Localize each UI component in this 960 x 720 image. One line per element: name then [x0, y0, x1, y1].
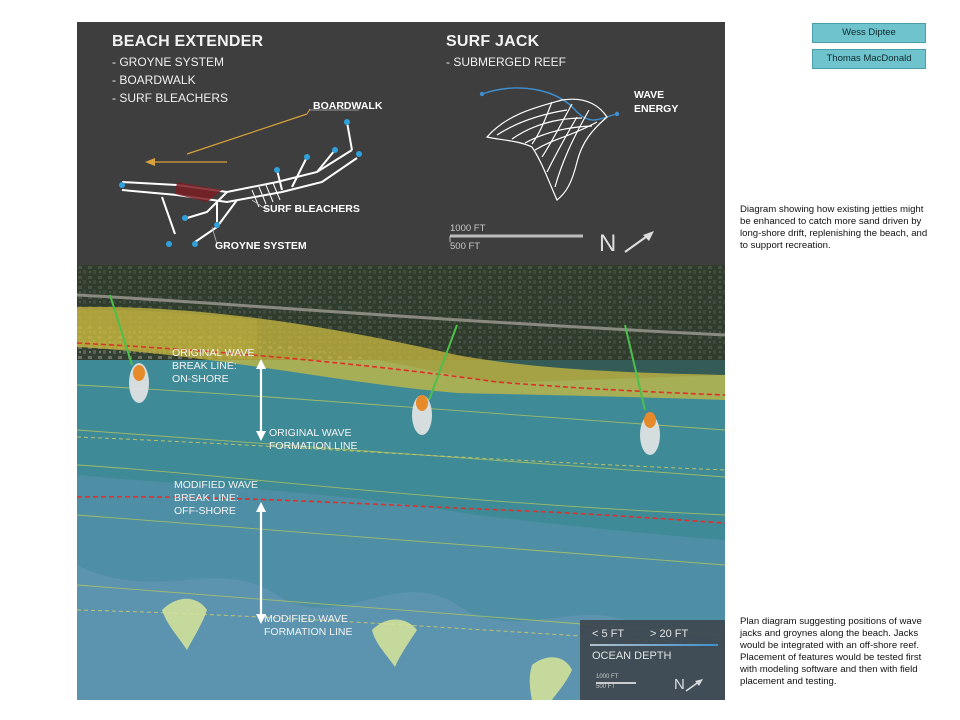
modified-break-line-label: MODIFIED WAVE BREAK LINE: OFF-SHORE: [174, 479, 258, 518]
map-label-line: BREAK LINE:: [172, 360, 237, 372]
legend-title: OCEAN DEPTH: [592, 650, 672, 662]
scale-500-label: 500 FT: [450, 241, 481, 252]
concept-diagram-panel: BEACH EXTENDER - GROYNE SYSTEM - BOARDWA…: [77, 22, 725, 265]
wave-energy-line: ENERGY: [634, 103, 679, 115]
legend-gradient-bar: [590, 644, 718, 646]
author-badge-1: Wess Diptee: [812, 23, 926, 43]
surf-jack-list: - SUBMERGED REEF: [446, 53, 566, 71]
author-badge-2: Thomas MacDonald: [812, 49, 926, 69]
beach-extender-title: BEACH EXTENDER: [112, 33, 264, 50]
wave-energy-label: WAVE ENERGY: [634, 88, 678, 116]
legend-shallow-label: < 5 FT: [592, 628, 625, 640]
north-arrow-icon: [685, 679, 703, 692]
map-label-line: MODIFIED WAVE: [174, 479, 258, 491]
map-label-line: FORMATION LINE: [269, 440, 358, 452]
surf-bleachers-label: SURF BLEACHERS: [263, 203, 360, 215]
north-label: N: [599, 230, 617, 257]
plan-map-drawing: [77, 265, 725, 700]
surf-jack-title: SURF JACK: [446, 33, 540, 50]
legend-scale-500: 500 FT: [596, 684, 616, 690]
modified-formation-line-label: MODIFIED WAVE FORMATION LINE: [264, 613, 352, 639]
beach-extender-item: - SURF BLEACHERS: [112, 91, 229, 105]
original-break-line-label: ORIGINAL WAVE BREAK LINE: ON-SHORE: [172, 347, 254, 386]
bottom-caption: Plan diagram suggesting positions of wav…: [740, 616, 922, 687]
legend-deep-label: > 20 FT: [650, 628, 689, 640]
map-label-line: OFF-SHORE: [174, 505, 236, 517]
map-label-line: FORMATION LINE: [264, 626, 353, 638]
ocean-depth-legend: < 5 FT > 20 FT OCEAN DEPTH 1000 FT 500 F…: [580, 620, 725, 700]
legend-scale-1000: 1000 FT: [596, 674, 619, 680]
beach-extender-item: - GROYNE SYSTEM: [112, 55, 225, 69]
map-label-line: MODIFIED WAVE: [264, 613, 348, 625]
map-label-line: ORIGINAL WAVE: [172, 347, 255, 359]
map-label-line: BREAK LINE:: [174, 492, 239, 504]
top-caption: Diagram showing how existing jetties mig…: [740, 204, 928, 251]
surf-jack-item: - SUBMERGED REEF: [446, 55, 567, 69]
legend-north-label: N: [674, 676, 685, 693]
beach-extender-list: - GROYNE SYSTEM - BOARDWALK - SURF BLEAC…: [112, 53, 228, 107]
groyne-system-label: GROYNE SYSTEM: [215, 240, 307, 252]
original-formation-line-label: ORIGINAL WAVE FORMATION LINE: [269, 427, 357, 453]
boardwalk-label: BOARDWALK: [313, 100, 383, 112]
legend-scale-bar: [596, 682, 636, 684]
wave-energy-line: WAVE: [634, 89, 665, 101]
beach-extender-item: - BOARDWALK: [112, 73, 196, 87]
scale-1000-label: 1000 FT: [450, 223, 486, 234]
map-label-line: ORIGINAL WAVE: [269, 427, 352, 439]
beach-extender-drawing: [119, 87, 654, 253]
map-label-line: ON-SHORE: [172, 373, 229, 385]
